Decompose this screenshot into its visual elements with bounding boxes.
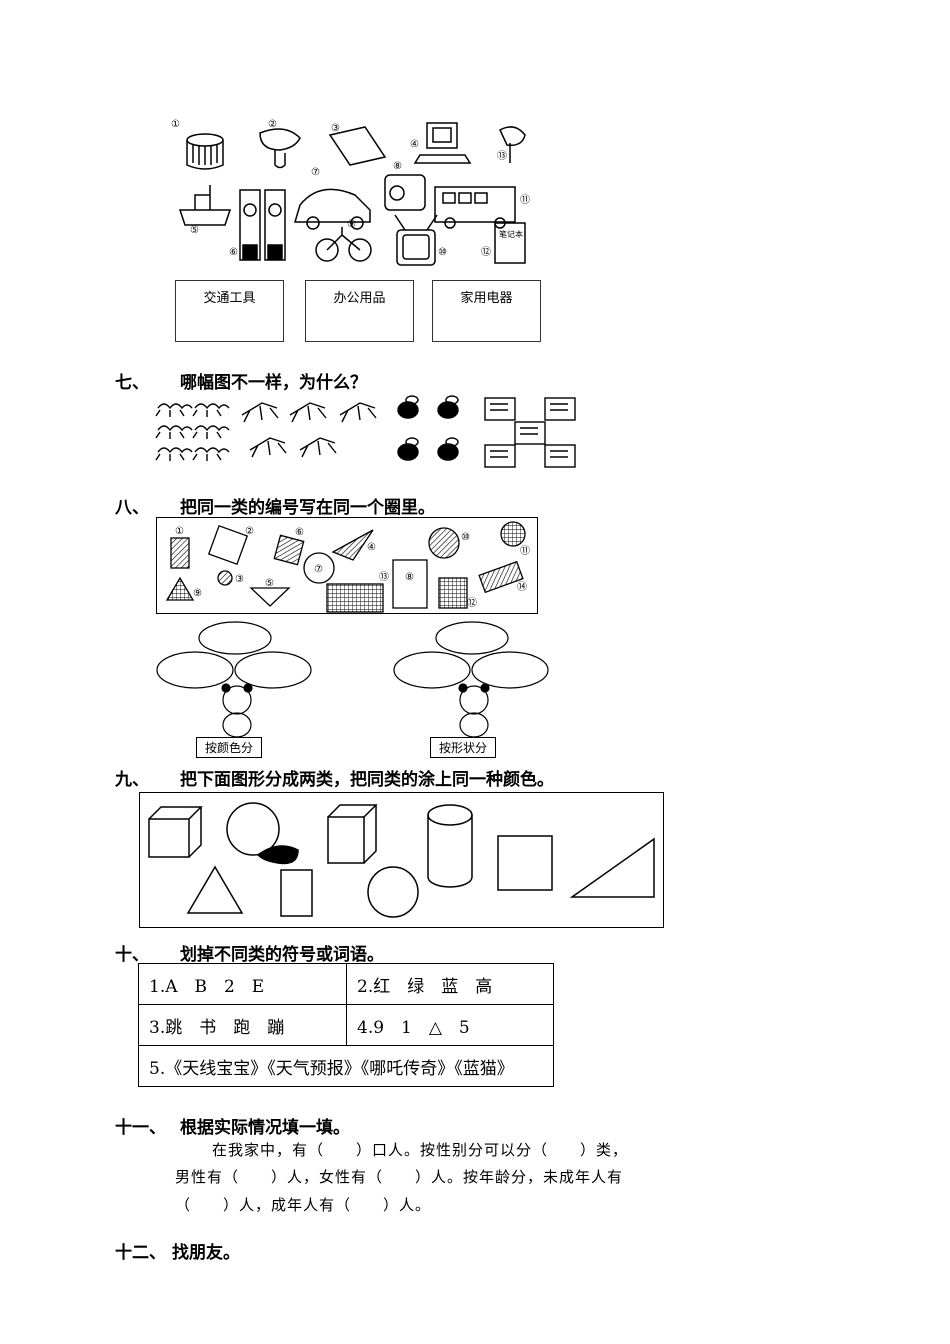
q9-shapes-drawing	[148, 802, 655, 918]
flower-circles-right	[393, 621, 549, 738]
q10-title: 划掉不同类的符号或词语。	[180, 945, 384, 965]
right-triangle-shape	[569, 837, 655, 898]
shape-num-8: ⑧	[405, 572, 414, 583]
item-num-6: ⑥	[229, 247, 238, 258]
newspaper-group	[484, 397, 576, 468]
q6-illustrations: ① ② ③ ④ ⑤ ⑥ ⑦ ⑧ ⑨ ⑩ ⑪ ⑫ ⑬ 笔记本	[165, 115, 545, 275]
category-label: 家用电器	[460, 291, 513, 306]
shape-num-2: ②	[245, 526, 254, 537]
q7-pictures	[150, 390, 600, 472]
category-label: 办公用品	[333, 291, 386, 306]
triangle-shape	[186, 865, 244, 914]
q8-grouping-shape[interactable]	[392, 620, 562, 740]
cuboid-shape	[327, 816, 365, 864]
bee-group	[397, 395, 459, 461]
q6-items-drawing: ① ② ③ ④ ⑤ ⑥ ⑦ ⑧ ⑨ ⑩ ⑪ ⑫ ⑬ 笔记本	[171, 119, 530, 266]
item-num-7: ⑦	[311, 167, 320, 178]
item-num-13: ⑬	[497, 150, 507, 162]
shape-num-3: ⑥	[295, 527, 304, 538]
item-num-9: ⑨	[347, 219, 356, 230]
q10-cell-5[interactable]: 5.《天线宝宝》《天气预报》《哪吒传奇》《蓝猫》	[138, 1045, 554, 1087]
item-num-8: ⑧	[393, 161, 402, 172]
shape-num-10: ⑩	[461, 532, 470, 543]
item-num-10: ⑩	[438, 247, 447, 258]
table-row: 1.A B 2 E 2.红 绿 蓝 高	[138, 963, 554, 1005]
shape-num-6: ⑤	[265, 578, 274, 589]
shape-num-1: ①	[175, 526, 184, 537]
mantis-group	[241, 402, 377, 458]
item-num-5: ⑤	[190, 225, 199, 236]
q8-shape-panel: ① ② ⑥ ④ ③ ⑤ ⑦ ⑧ ⑨ ⑩ ⑪ ⑫ ⑬ ⑭	[156, 517, 538, 614]
shape-num-13: ⑬	[379, 571, 389, 583]
group-label-shape: 按形状分	[430, 737, 497, 758]
q7-number: 七、	[115, 373, 149, 393]
q8-number: 八、	[115, 498, 149, 518]
item-num-3: ③	[331, 123, 340, 134]
q11-title: 根据实际情况填一填。	[180, 1118, 350, 1138]
shape-num-14: ⑭	[517, 581, 527, 593]
category-box-transport[interactable]: 交通工具	[175, 280, 284, 342]
q7-title: 哪幅图不一样，为什么？	[180, 373, 367, 393]
q11-line-2: 男性有（ ）人，女性有（ ）人。按年龄分，未成年人有	[175, 1168, 624, 1186]
q11-line-3: （ ）人，成年人有（ ）人。	[175, 1196, 432, 1214]
notebook-label: 笔记本	[499, 229, 523, 239]
q9-shape-panel	[139, 792, 664, 928]
q10-number: 十、	[115, 945, 149, 965]
cylinder-shape	[427, 804, 473, 888]
q10-table: 1.A B 2 E 2.红 绿 蓝 高 3.跳 书 跑 蹦 4.9 1 △ 5 …	[138, 963, 554, 1087]
item-num-12: ⑫	[481, 246, 491, 258]
square-shape	[497, 835, 553, 891]
q10-cell-4[interactable]: 4.9 1 △ 5	[346, 1004, 554, 1046]
rectangle-shape	[280, 869, 313, 917]
q7-animals-drawing	[155, 395, 576, 468]
q9-title: 把下面图形分成两类，把同类的涂上同一种颜色。	[180, 770, 554, 790]
shape-num-7: ⑦	[314, 564, 323, 575]
q12-title: 找朋友。	[172, 1243, 240, 1263]
ant-group	[155, 403, 230, 461]
category-box-appliance[interactable]: 家用电器	[432, 280, 541, 342]
category-box-office[interactable]: 办公用品	[305, 280, 414, 342]
q12-number: 十二、	[115, 1243, 166, 1263]
item-num-11: ⑪	[520, 194, 530, 206]
shape-num-9: ⑨	[193, 588, 202, 599]
q8-shapes-drawing: ① ② ⑥ ④ ③ ⑤ ⑦ ⑧ ⑨ ⑩ ⑪ ⑫ ⑬ ⑭	[165, 521, 530, 613]
q8-title: 把同一类的编号写在同一个圈里。	[180, 498, 435, 518]
q10-cell-1[interactable]: 1.A B 2 E	[138, 963, 347, 1005]
shape-num-11: ⑪	[520, 545, 530, 557]
shape-num-12: ⑫	[467, 597, 477, 609]
category-label: 交通工具	[203, 291, 256, 306]
group-label-color: 按颜色分	[196, 737, 263, 758]
item-num-4: ④	[410, 139, 419, 150]
q10-cell-3[interactable]: 3.跳 书 跑 蹦	[138, 1004, 347, 1046]
q11-line-1: 在我家中，有（ ）口人。按性别分可以分（ ）类，	[212, 1141, 629, 1159]
table-row: 5.《天线宝宝》《天气预报》《哪吒传奇》《蓝猫》	[138, 1045, 554, 1087]
shape-num-4: ④	[367, 542, 376, 553]
cube-shape	[148, 818, 190, 858]
flower-circles-left	[156, 621, 312, 738]
table-row: 3.跳 书 跑 蹦 4.9 1 △ 5	[138, 1004, 554, 1046]
shape-num-5: ③	[235, 574, 244, 585]
q9-number: 九、	[115, 770, 149, 790]
item-num-2: ②	[268, 119, 277, 130]
sphere-shape	[226, 802, 280, 856]
item-num-1: ①	[171, 119, 180, 130]
circle-shape	[367, 866, 419, 918]
q10-cell-2[interactable]: 2.红 绿 蓝 高	[346, 963, 554, 1005]
q11-number: 十一、	[115, 1118, 166, 1138]
q8-grouping-color[interactable]	[155, 620, 325, 740]
